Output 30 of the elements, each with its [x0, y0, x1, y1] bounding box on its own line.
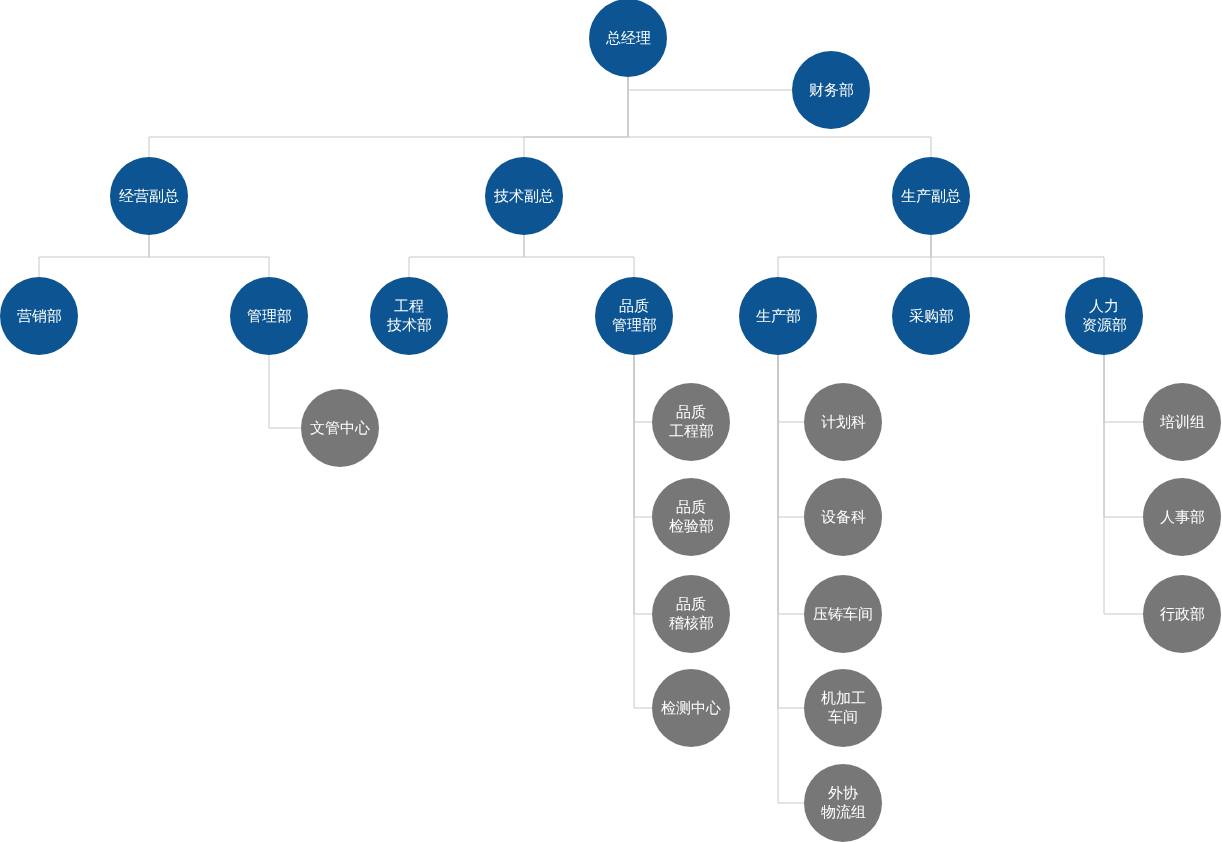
connector-line — [523, 234, 635, 278]
department-name: 管理部 — [246, 306, 292, 326]
connector-line — [148, 234, 270, 278]
department-name: 检测中心 — [661, 698, 721, 718]
department-name: 培训组 — [1159, 412, 1205, 432]
department-name: 计划科 — [820, 412, 866, 432]
department-name: 品质稽核部 — [668, 595, 714, 633]
department-name: 人事部 — [1159, 507, 1205, 527]
department-name: 外协物流组 — [820, 784, 866, 822]
department-name: 总经理 — [605, 28, 651, 48]
department-name: 品质工程部 — [668, 403, 714, 441]
department-name: 文管中心 — [310, 418, 370, 438]
department-name: 压铸车间 — [813, 604, 873, 624]
department-name: 人力资源部 — [1081, 297, 1127, 335]
connector-line — [930, 234, 1105, 278]
department-name: 生产副总 — [901, 186, 961, 206]
department-name: 行政部 — [1159, 604, 1205, 624]
department-name: 经营副总 — [119, 186, 179, 206]
connector-line — [268, 354, 302, 429]
department-name: 机加工车间 — [820, 689, 866, 727]
connector-line — [1103, 354, 1144, 615]
department-name: 财务部 — [808, 80, 854, 100]
department-name: 工程技术部 — [386, 297, 432, 335]
department-name: 采购部 — [908, 306, 954, 326]
department-name: 技术副总 — [494, 186, 554, 206]
department-name: 品质管理部 — [611, 297, 657, 335]
department-name: 品质检验部 — [668, 498, 714, 536]
department-name: 生产部 — [755, 306, 801, 326]
department-name: 营销部 — [16, 306, 62, 326]
department-name: 设备科 — [820, 507, 866, 527]
